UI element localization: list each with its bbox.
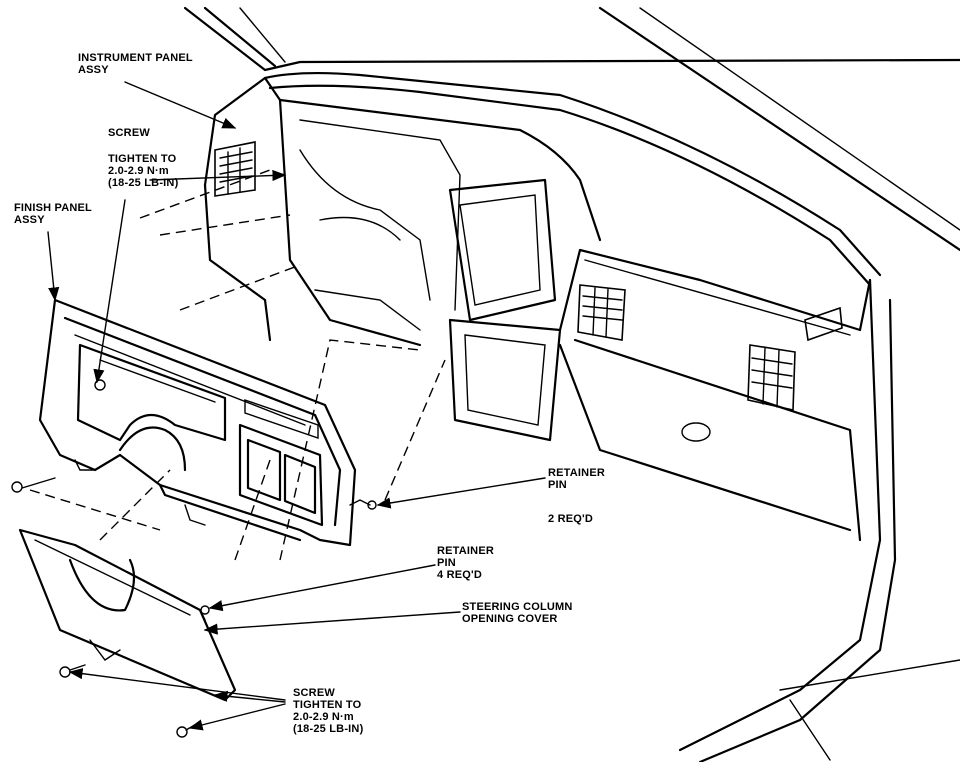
vent-right-small — [804, 306, 843, 342]
retainer-pin-right — [367, 500, 377, 510]
label-steering-column-opening-cover: STEERING COLUMN OPENING COVER — [462, 601, 573, 625]
label-screw-bottom: SCREW TIGHTEN TO 2.0-2.9 N·m (18-25 LB-I… — [293, 687, 364, 735]
vent-right — [747, 344, 796, 411]
label-retainer-pin-4: RETAINER PIN 4 REQ'D — [437, 545, 495, 581]
finish-panel — [38, 298, 371, 547]
vent-left — [214, 141, 256, 197]
windshield-frame — [183, 6, 960, 252]
screw-left-upper — [11, 477, 56, 493]
label-screw-top: SCREW — [108, 127, 150, 139]
screw-bottom-left — [59, 664, 86, 678]
label-instrument-panel-assy: INSTRUMENT PANEL ASSY — [78, 52, 193, 76]
leader-lines — [47, 81, 546, 731]
screw-bottom-right — [176, 721, 201, 738]
alignment-lines — [29, 169, 446, 561]
retainer-pin-cover — [200, 605, 210, 615]
vent-center — [577, 284, 626, 341]
label-retainer-pin-2: RETAINER PIN — [548, 467, 606, 491]
instrument-panel-assembly — [203, 71, 960, 762]
label-2-reqd: 2 REQ'D — [548, 513, 593, 525]
label-tighten-top: TIGHTEN TO 2.0-2.9 N·m (18-25 LB-IN) — [108, 153, 179, 189]
label-finish-panel-assy: FINISH PANEL ASSY — [14, 202, 92, 226]
steering-column-cover — [18, 528, 237, 702]
